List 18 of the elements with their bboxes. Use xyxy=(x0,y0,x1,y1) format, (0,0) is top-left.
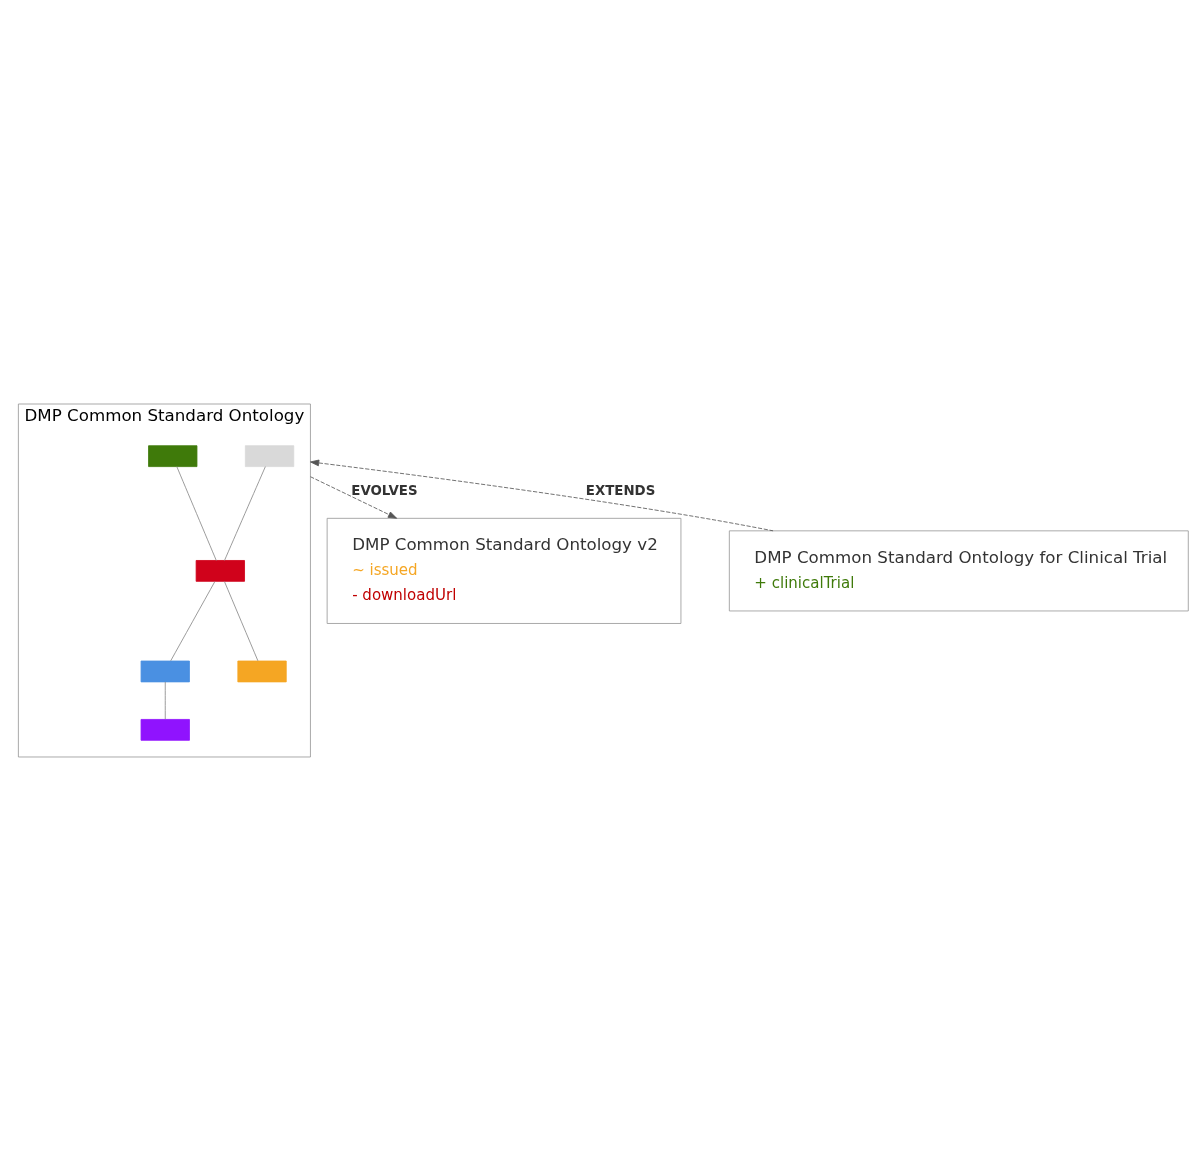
node-box xyxy=(244,444,295,467)
node-box xyxy=(140,660,190,682)
connector xyxy=(224,580,259,661)
node-box: DMP Common Standard Ontology v2 ~ issued - downloadUrl xyxy=(326,517,682,624)
edge-label: EVOLVES xyxy=(351,482,418,498)
arrow xyxy=(310,475,398,519)
node-box xyxy=(237,660,287,682)
arrow xyxy=(310,459,774,531)
connector xyxy=(170,580,216,661)
edge-label: EXTENDS xyxy=(585,482,656,498)
node-box: DMP Common Standard Ontology for Clinical Trial + clinicalTrial xyxy=(728,529,1189,611)
node-box xyxy=(140,718,190,741)
connector xyxy=(176,465,217,561)
node-box xyxy=(195,559,245,582)
connector xyxy=(224,465,266,561)
cluster: DMP Common Standard Ontology xyxy=(17,403,311,757)
connector xyxy=(164,681,166,720)
node-box xyxy=(148,444,198,467)
